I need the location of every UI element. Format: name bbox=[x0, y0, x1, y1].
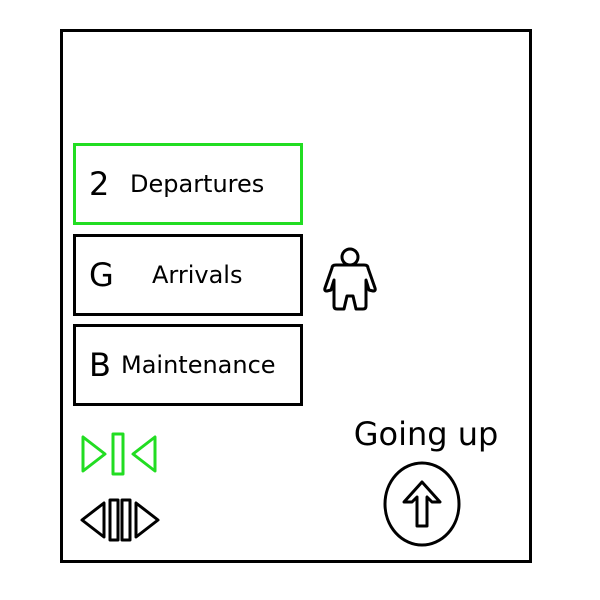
floor-name: Maintenance bbox=[121, 351, 276, 379]
floor-letter: B bbox=[89, 346, 111, 384]
floor-button-g[interactable]: G Arrivals bbox=[73, 234, 303, 316]
floor-letter: 2 bbox=[89, 165, 110, 203]
floor-button-b[interactable]: B Maintenance bbox=[73, 324, 303, 406]
floor-name: Departures bbox=[130, 170, 265, 198]
floor-name: Arrivals bbox=[152, 261, 243, 289]
door-close-icon[interactable] bbox=[80, 432, 158, 476]
arrow-up-icon bbox=[383, 461, 461, 547]
person-icon bbox=[323, 247, 377, 311]
elevator-panel bbox=[60, 29, 532, 563]
floor-button-2[interactable]: 2 Departures bbox=[73, 143, 303, 225]
door-open-icon[interactable] bbox=[78, 498, 162, 542]
floor-letter: G bbox=[89, 256, 114, 294]
direction-text: Going up bbox=[353, 415, 499, 453]
